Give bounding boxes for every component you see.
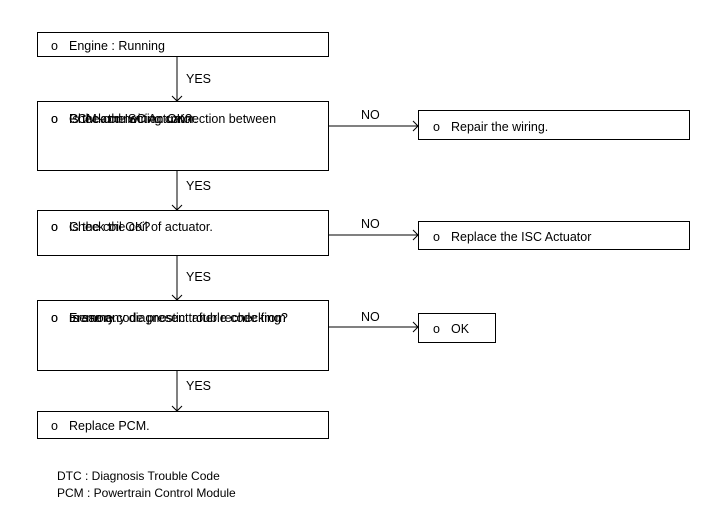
legend-pcm: PCM : Powertrain Control Module bbox=[57, 486, 236, 500]
edge-label-yes: YES bbox=[186, 379, 212, 393]
step-text: memory. bbox=[69, 311, 117, 325]
step-text: Check the wiring connection between bbox=[69, 112, 277, 126]
edge-label-no: NO bbox=[361, 108, 380, 122]
step-replace-pcm: o Replace PCM. bbox=[37, 411, 329, 439]
step-check-coil: o Check the coil of actuator. o Is the c… bbox=[37, 210, 329, 256]
step-check-wiring: o Check the wiring connection between PC… bbox=[37, 101, 329, 171]
outcome-text: OK bbox=[451, 322, 470, 336]
legend-dtc: DTC : Diagnosis Trouble Code bbox=[57, 469, 220, 483]
bullet: o bbox=[51, 39, 58, 53]
bullet: o bbox=[433, 322, 440, 336]
edge-label-yes: YES bbox=[186, 179, 212, 193]
bullet: o bbox=[51, 220, 58, 234]
step-text: Engine : Running bbox=[69, 39, 165, 53]
step-text: Is the coil OK? bbox=[69, 220, 151, 234]
outcome-text: Replace the ISC Actuator bbox=[451, 230, 592, 244]
bullet: o bbox=[51, 311, 58, 325]
step-text: PCM and ISC Actuator. bbox=[69, 112, 198, 126]
step-text: Erase any diagnostic trouble code from bbox=[69, 311, 286, 325]
step-text: Replace PCM. bbox=[69, 419, 150, 433]
edge-label-yes: YES bbox=[186, 72, 212, 86]
outcome-text: Repair the wiring. bbox=[451, 120, 549, 134]
outcome-repair-wiring: o Repair the wiring. bbox=[418, 110, 690, 140]
bullet: o bbox=[51, 112, 58, 126]
edge-label-no: NO bbox=[361, 217, 380, 231]
step-engine-running: o Engine : Running bbox=[37, 32, 329, 57]
edge-label-no: NO bbox=[361, 310, 380, 324]
outcome-replace-isc-actuator: o Replace the ISC Actuator bbox=[418, 221, 690, 250]
bullet: o bbox=[433, 230, 440, 244]
bullet: o bbox=[51, 112, 58, 126]
step-text: Check the coil of actuator. bbox=[69, 220, 213, 234]
step-erase-dtc: o Erase any diagnostic trouble code from… bbox=[37, 300, 329, 371]
bullet: o bbox=[51, 419, 58, 433]
step-text: Is the connection OK? bbox=[69, 112, 192, 126]
step-text: Is same code present after rechecking? bbox=[69, 311, 288, 325]
bullet: o bbox=[51, 311, 58, 325]
bullet: o bbox=[51, 220, 58, 234]
edge-label-yes: YES bbox=[186, 270, 212, 284]
bullet: o bbox=[433, 120, 440, 134]
outcome-ok: o OK bbox=[418, 313, 496, 343]
